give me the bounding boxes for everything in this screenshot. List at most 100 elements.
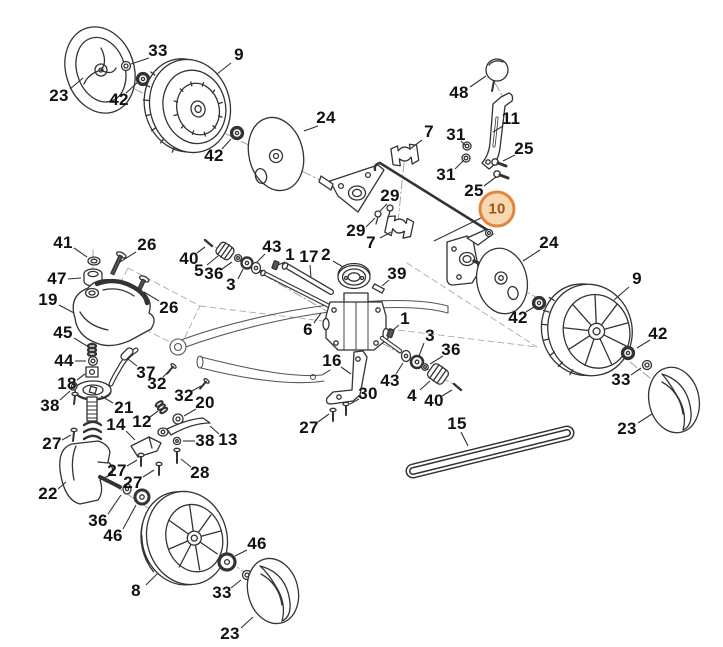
pin-40-left bbox=[203, 238, 214, 248]
part-callout-38[interactable]: 38 bbox=[40, 396, 60, 415]
part-callout-19[interactable]: 19 bbox=[38, 290, 58, 309]
wheel-trim-23-front bbox=[246, 557, 300, 625]
part-callout-36[interactable]: 36 bbox=[204, 264, 224, 283]
part-callout-3[interactable]: 3 bbox=[425, 326, 435, 345]
part-callout-42[interactable]: 42 bbox=[648, 324, 668, 343]
part-callout-28[interactable]: 28 bbox=[190, 463, 210, 482]
bearing-3-left bbox=[240, 256, 254, 270]
part-callout-25[interactable]: 25 bbox=[464, 181, 484, 200]
part-callout-42[interactable]: 42 bbox=[204, 146, 224, 165]
axle-shaft-6 bbox=[259, 269, 336, 311]
part-callout-29[interactable]: 29 bbox=[346, 221, 366, 240]
part-callout-43[interactable]: 43 bbox=[380, 371, 400, 390]
part-callout-27[interactable]: 27 bbox=[42, 434, 62, 453]
part-callout-31[interactable]: 31 bbox=[436, 165, 456, 184]
part-callout-6[interactable]: 6 bbox=[303, 320, 313, 339]
handle-mount-plate bbox=[318, 164, 385, 213]
part-callout-41[interactable]: 41 bbox=[53, 233, 73, 252]
part-callout-21[interactable]: 21 bbox=[114, 398, 134, 417]
part-callout-33[interactable]: 33 bbox=[611, 370, 631, 389]
part-callout-45[interactable]: 45 bbox=[53, 323, 73, 342]
wheel-cover-23-top-left bbox=[64, 26, 136, 114]
part-callout-44[interactable]: 44 bbox=[54, 351, 74, 370]
lever-11 bbox=[481, 92, 514, 170]
bolt-28 bbox=[173, 447, 181, 464]
part-callout-2[interactable]: 2 bbox=[321, 245, 331, 264]
part-callout-7[interactable]: 7 bbox=[366, 233, 376, 252]
part-callout-38[interactable]: 38 bbox=[195, 431, 215, 450]
disc-24-right bbox=[475, 247, 529, 315]
washer-38-left bbox=[68, 381, 79, 405]
part-callout-33[interactable]: 33 bbox=[148, 41, 168, 60]
part-callout-9[interactable]: 9 bbox=[234, 45, 244, 64]
part-callout-11[interactable]: 11 bbox=[501, 109, 521, 128]
adjuster-housing-19 bbox=[72, 278, 155, 347]
part-callout-18[interactable]: 18 bbox=[57, 374, 77, 393]
part-callout-16[interactable]: 16 bbox=[322, 351, 342, 370]
part-callout-43[interactable]: 43 bbox=[262, 237, 282, 256]
hubcap-24-left bbox=[247, 116, 305, 192]
part-callout-1[interactable]: 1 bbox=[400, 309, 410, 328]
caster-fork-22 bbox=[59, 440, 122, 505]
part-callout-22[interactable]: 22 bbox=[38, 484, 58, 503]
screw-26-upper bbox=[110, 251, 127, 276]
part-callout-27[interactable]: 27 bbox=[123, 473, 143, 492]
part-callout-46[interactable]: 46 bbox=[103, 526, 123, 545]
selected-part-callout-10[interactable]: 10 bbox=[478, 190, 516, 228]
part-callout-13[interactable]: 13 bbox=[218, 430, 238, 449]
part-callout-31[interactable]: 31 bbox=[446, 125, 466, 144]
part-callout-32[interactable]: 32 bbox=[147, 374, 167, 393]
part-callout-12[interactable]: 12 bbox=[132, 412, 152, 431]
part-callout-4[interactable]: 4 bbox=[407, 386, 417, 405]
bolts-25 bbox=[491, 158, 510, 180]
part-callout-23[interactable]: 23 bbox=[220, 624, 240, 643]
part-callout-46[interactable]: 46 bbox=[247, 534, 267, 553]
part-callout-26[interactable]: 26 bbox=[159, 298, 179, 317]
part-callout-8[interactable]: 8 bbox=[131, 581, 141, 600]
key-39 bbox=[371, 283, 385, 294]
part-callout-42[interactable]: 42 bbox=[109, 90, 129, 109]
part-callout-30[interactable]: 30 bbox=[358, 384, 378, 403]
part-callout-26[interactable]: 26 bbox=[137, 235, 157, 254]
part-callout-20[interactable]: 20 bbox=[195, 393, 215, 412]
part-callout-24[interactable]: 24 bbox=[539, 233, 559, 252]
part-callout-7[interactable]: 7 bbox=[424, 122, 434, 141]
part-callout-9[interactable]: 9 bbox=[632, 269, 642, 288]
part-callout-23[interactable]: 23 bbox=[49, 86, 69, 105]
part-callout-36[interactable]: 36 bbox=[88, 511, 108, 530]
part-callout-48[interactable]: 48 bbox=[449, 83, 469, 102]
bolt-27-right bbox=[155, 461, 163, 476]
part-callout-32[interactable]: 32 bbox=[174, 386, 194, 405]
part-callout-42[interactable]: 42 bbox=[508, 308, 528, 327]
cable-clamp-7-lower bbox=[384, 215, 415, 239]
part-callout-40[interactable]: 40 bbox=[424, 391, 444, 410]
part-callout-27[interactable]: 27 bbox=[299, 418, 319, 437]
bearing-42-top-left bbox=[135, 71, 151, 87]
part-callout-27[interactable]: 27 bbox=[107, 461, 127, 480]
part-callout-40[interactable]: 40 bbox=[179, 249, 199, 268]
bearing-46-inner bbox=[133, 488, 151, 506]
bearing-46-outer bbox=[217, 552, 237, 572]
part-callout-17[interactable]: 17 bbox=[299, 247, 319, 266]
wheel-9-right bbox=[540, 283, 633, 377]
part-callout-23[interactable]: 23 bbox=[617, 419, 637, 438]
spring-45 bbox=[86, 342, 98, 358]
part-callout-25[interactable]: 25 bbox=[514, 139, 534, 158]
bearing-42-right-inner bbox=[531, 295, 547, 311]
part-callout-15[interactable]: 15 bbox=[447, 414, 467, 433]
part-callout-37[interactable]: 37 bbox=[136, 363, 156, 382]
part-callout-29[interactable]: 29 bbox=[380, 186, 400, 205]
part-callout-3[interactable]: 3 bbox=[226, 275, 236, 294]
washer-36-caster bbox=[122, 483, 132, 495]
part-callout-24[interactable]: 24 bbox=[316, 108, 336, 127]
part-callout-5[interactable]: 5 bbox=[194, 261, 204, 280]
part-callout-36[interactable]: 36 bbox=[441, 340, 461, 359]
output-shaft-right bbox=[379, 335, 403, 354]
washer-43-left bbox=[250, 261, 262, 275]
part-callout-33[interactable]: 33 bbox=[212, 583, 232, 602]
part-callout-14[interactable]: 14 bbox=[106, 415, 126, 434]
part-callout-47[interactable]: 47 bbox=[47, 269, 67, 288]
part-callout-1[interactable]: 1 bbox=[285, 245, 295, 264]
part-callout-39[interactable]: 39 bbox=[387, 264, 407, 283]
